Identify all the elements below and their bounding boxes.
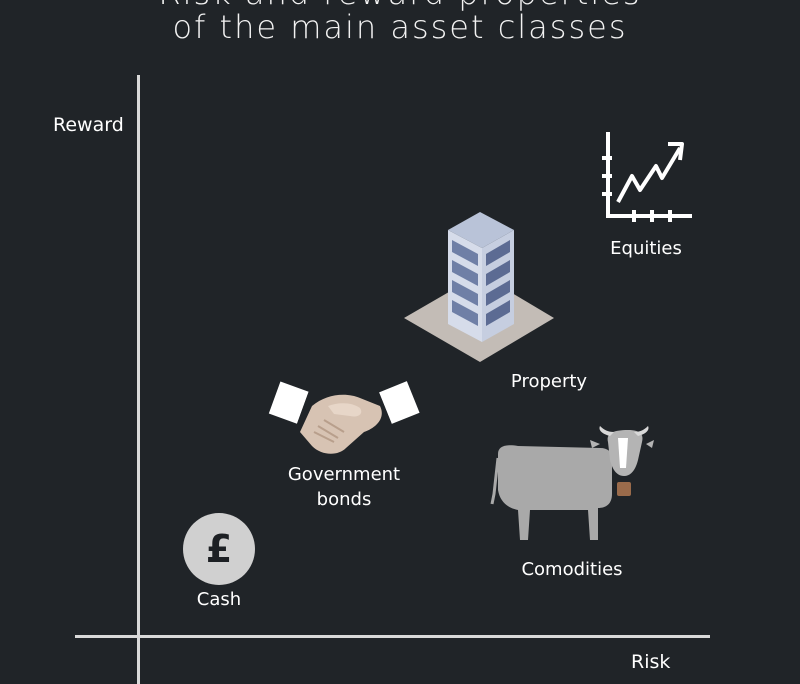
commodities-label: Comodities (521, 559, 623, 580)
title-line-1: Risk and reward properties (0, 0, 800, 12)
title-line-2: of the main asset classes (172, 8, 628, 46)
cash-label: Cash (196, 589, 242, 610)
y-axis (137, 75, 140, 684)
rising-chart-icon (602, 132, 692, 222)
equities-label: Equities (610, 238, 682, 259)
x-axis-label: Risk (631, 651, 671, 673)
government-bonds-label: Government bonds (274, 462, 414, 512)
x-axis (75, 635, 710, 638)
pound-coin-icon: £ (183, 513, 255, 585)
svg-text:£: £ (206, 527, 232, 571)
building-icon (404, 212, 554, 362)
property-label: Property (510, 371, 588, 392)
government-bonds-label-line-1: Government (287, 464, 401, 485)
handshake-icon (268, 381, 420, 454)
y-axis-label: Reward (53, 114, 124, 136)
government-bonds-label-line-2: bonds (316, 489, 372, 510)
cow-icon (490, 426, 654, 540)
